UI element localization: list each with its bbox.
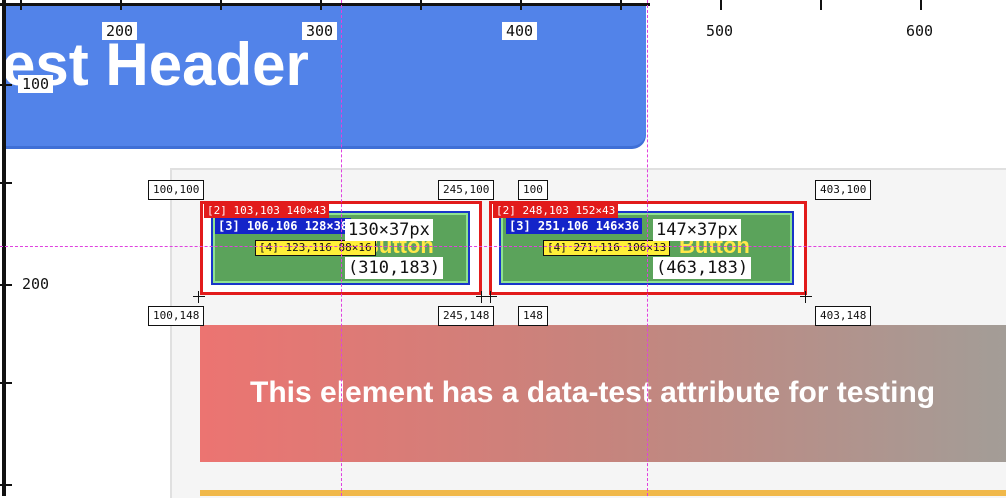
- coord-top-left-2: 100: [518, 180, 548, 200]
- guide-line-vertical: [341, 0, 342, 496]
- orange-strip: [200, 490, 1006, 496]
- overlay-tag-red-2: [2] 248,103 152×43: [493, 204, 619, 218]
- guide-line-vertical: [647, 0, 648, 496]
- coord-top-right-1: 245,100: [438, 180, 495, 200]
- corner-marker: [485, 291, 497, 303]
- coord-bottom-left-1: 100,148: [148, 306, 205, 326]
- ruler-label-300: 300: [302, 22, 338, 40]
- center-label-2: (463,183): [653, 257, 752, 279]
- ruler-label-100: 100: [18, 75, 54, 93]
- corner-marker: [800, 291, 812, 303]
- size-label-1: 130×37px: [345, 219, 433, 241]
- size-label-2: 147×37px: [653, 219, 741, 241]
- overlay-tag-blue-1: [3] 106,106 128×38: [215, 218, 352, 234]
- overlay-tag-red-1: [2] 103,103 140×43: [204, 204, 330, 218]
- ruler-label-200-left: 200: [18, 275, 54, 293]
- corner-marker: [476, 291, 488, 303]
- top-ruler: [0, 0, 1006, 10]
- left-ruler: [0, 0, 12, 496]
- ruler-label-600: 600: [902, 22, 938, 40]
- overlay-tag-yellow-2: [4] 271,116 106×13: [543, 240, 671, 256]
- guide-line-horizontal: [0, 246, 1006, 247]
- banner-text: This element has a data-test attribute f…: [250, 376, 936, 409]
- overlay-tag-blue-2: [3] 251,106 146×36: [506, 218, 643, 234]
- coord-bottom-right-2: 403,148: [815, 306, 872, 326]
- center-label-1: (310,183): [345, 257, 444, 279]
- coord-top-right-2: 403,100: [815, 180, 872, 200]
- ruler-label-200: 200: [102, 22, 138, 40]
- corner-marker: [193, 291, 205, 303]
- header-title: est Header: [2, 31, 309, 98]
- overlay-tag-yellow-1: [4] 123,116 88×16: [255, 240, 376, 256]
- test-attribute-banner: This element has a data-test attribute f…: [200, 325, 1006, 462]
- coord-bottom-left-2: 148: [518, 306, 548, 326]
- ruler-label-400: 400: [502, 22, 538, 40]
- ruler-label-500: 500: [702, 22, 738, 40]
- coord-bottom-right-1: 245,148: [438, 306, 495, 326]
- coord-top-left-1: 100,100: [148, 180, 205, 200]
